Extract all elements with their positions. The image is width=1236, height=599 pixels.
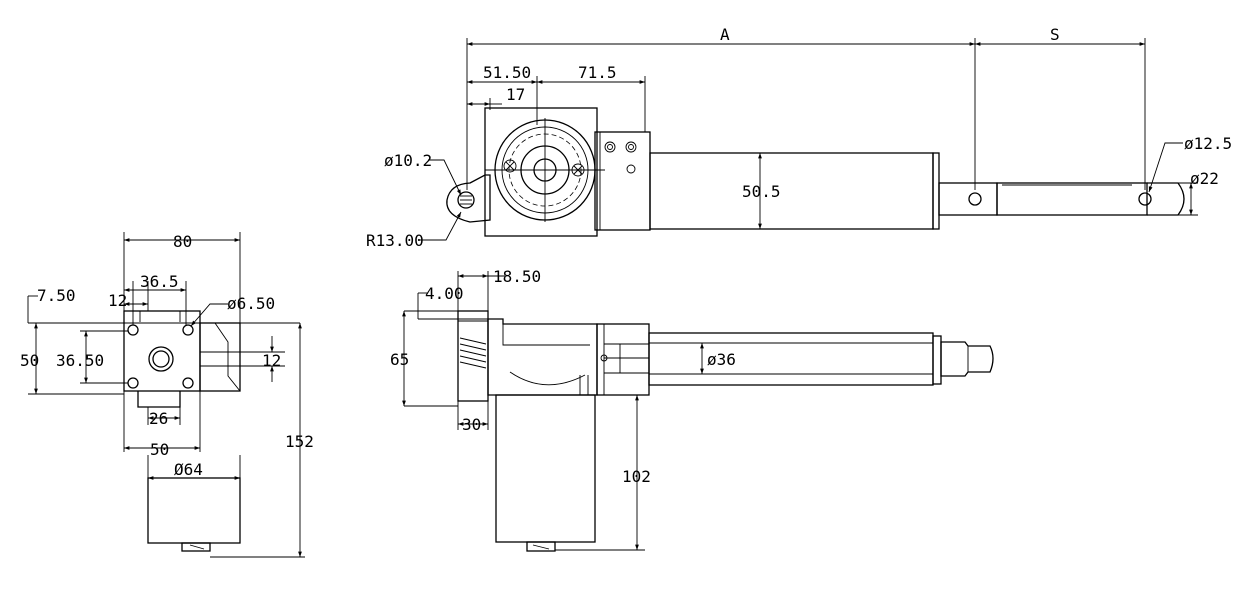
gearbox-housing (484, 107, 598, 237)
dim-r-13-00: R13.00 (366, 231, 424, 250)
dim-30: 30 (462, 415, 481, 434)
dim-4-00: 4.00 (425, 284, 464, 303)
rear-lug (446, 174, 491, 223)
dim-phi-22: ø22 (1190, 169, 1219, 188)
gear-cover (594, 131, 651, 231)
dim-phi-6-50: ø6.50 (227, 294, 275, 313)
dim-7-50: 7.50 (37, 286, 76, 305)
top-view: A S 51.50 71.5 17 ø10.2 R13.00 50.5 ø12.… (366, 25, 1232, 250)
dim-12-top: 12 (108, 291, 127, 310)
side-motor (495, 394, 596, 543)
end-view: 80 7.50 12 36.5 ø6.50 50 36.50 12 26 50 … (20, 232, 314, 558)
side-view: 18.50 4.00 65 ø36 30 102 (390, 267, 994, 552)
rod-hole-a (968, 192, 982, 206)
dim-152: 152 (285, 432, 314, 451)
dim-S: S (1050, 25, 1060, 44)
dim-phi-10-2: ø10.2 (384, 151, 432, 170)
dim-phi-12-5: ø12.5 (1184, 134, 1232, 153)
end-motor (147, 477, 241, 544)
dim-17: 17 (506, 85, 525, 104)
rod-eye-hole (1138, 192, 1152, 206)
dim-50-5: 50.5 (742, 182, 781, 201)
side-rear-lug (457, 310, 489, 402)
dim-phi-36: ø36 (707, 350, 736, 369)
dim-80: 80 (173, 232, 192, 251)
dim-65: 65 (390, 350, 409, 369)
dim-71-5: 71.5 (578, 63, 617, 82)
outer-tube (649, 152, 934, 230)
dim-51-50: 51.50 (483, 63, 531, 82)
side-gearbox (487, 318, 598, 396)
dim-36-5: 36.5 (140, 272, 179, 291)
dim-36-50: 36.50 (56, 351, 104, 370)
dim-50-bottom: 50 (150, 440, 169, 459)
side-outer-tube (648, 332, 934, 386)
dim-18-50: 18.50 (493, 267, 541, 286)
dim-phi-64: Ø64 (174, 460, 203, 479)
dim-12-right: 12 (262, 351, 281, 370)
dim-50-left: 50 (20, 351, 39, 370)
inner-rod (938, 182, 998, 216)
dim-102: 102 (622, 467, 651, 486)
dim-26: 26 (149, 409, 168, 428)
dim-A: A (720, 25, 730, 44)
